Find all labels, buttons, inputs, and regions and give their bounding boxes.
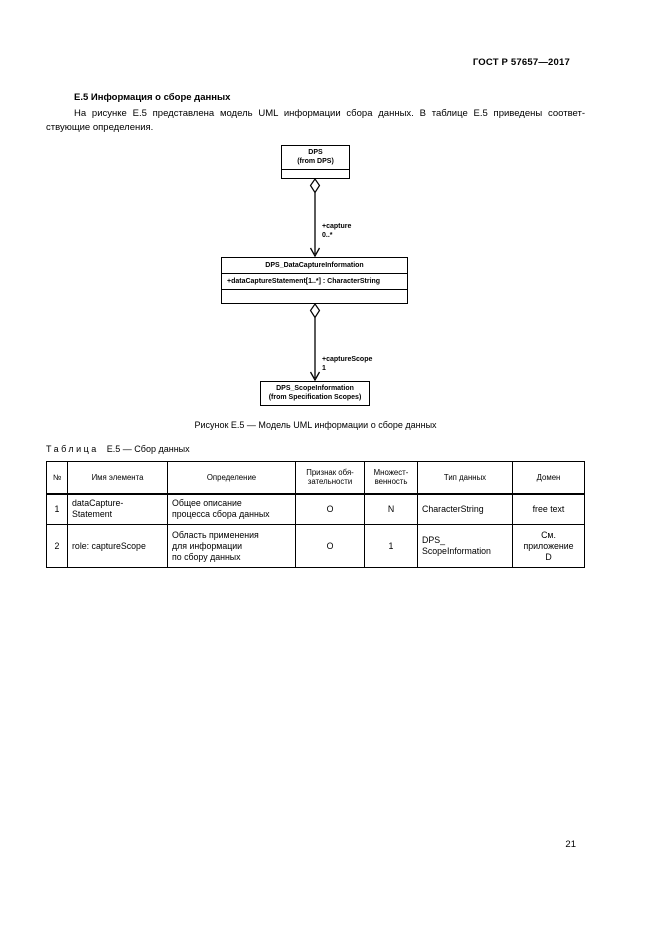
col-header-multiplicity: Множест- венность [364,461,418,495]
table-cell: DPS_ ScopeInformation [417,524,513,568]
paragraph-text: На рисунке Е.5 представлена модель UML и… [74,108,585,119]
uml-class-data-capture-information: DPS_DataCaptureInformation +dataCaptureS… [221,257,408,304]
col-header-definition: Определение [167,461,296,495]
table-cell: Общее описание процесса сбора данных [167,493,296,525]
col-header-data-type: Тип данных [417,461,513,495]
class-package: (from Specification Scopes) [268,394,362,401]
table-cell: О [295,493,365,525]
role-name: +captureScope [322,356,373,363]
uml-class-title: DPS_ScopeInformation (from Specification… [261,382,369,402]
intro-paragraph: На рисунке Е.5 представлена модель UML и… [46,107,585,135]
class-name: DPS_DataCaptureInformation [222,258,407,274]
col-header-domain: Домен [512,461,585,495]
edge-label-capture: +capture 0..* [322,222,351,240]
table-caption-word: Таблица [46,444,99,454]
table-header-row: № Имя элемента Определение Признак обя- … [46,461,585,495]
col-header-number: № [46,461,68,495]
table-cell: Область применения для информации по сбо… [167,524,296,568]
table-row: 1 dataCapture- Statement Общее описание … [46,493,585,525]
uml-class-dps: DPS (from DPS) [281,145,350,179]
aggregation-diamond-icon [309,177,321,194]
aggregation-diamond-icon [309,302,321,319]
page-number: 21 [565,839,576,850]
table-row: 2 role: captureScope Область применения … [46,524,585,568]
table-caption: Таблица Е.5 — Сбор данных [46,444,190,454]
paragraph-line: ствующие определения. [46,122,154,133]
role-name: +capture [322,223,352,230]
multiplicity: 1 [322,365,326,372]
section-heading: Е.5 Информация о сборе данных [74,92,231,103]
table-cell: N [364,493,418,525]
table-cell: free text [512,493,585,525]
table-cell: dataCapture- Statement [67,493,168,525]
multiplicity: 0..* [322,232,333,239]
table-cell: О [295,524,365,568]
class-name: DPS_ScopeInformation [276,385,354,392]
class-name: DPS [308,149,323,156]
col-header-element-name: Имя элемента [67,461,168,495]
figure-caption: Рисунок Е.5 — Модель UML информации о сб… [194,420,437,430]
uml-class-title: DPS (from DPS) [282,146,349,170]
table-cell: 1 [364,524,418,568]
uml-class-scope-information: DPS_ScopeInformation (from Specification… [260,381,370,406]
class-attribute: +dataCaptureStatement[1..*] : CharacterS… [222,274,407,290]
col-header-obligation: Признак обя- зательности [295,461,365,495]
edge-label-capture-scope: +captureScope 1 [322,355,372,373]
standard-number-header: ГОСТ Р 57657—2017 [472,57,570,68]
arrowhead-down-icon [309,247,321,258]
definitions-table: № Имя элемента Определение Признак обя- … [46,461,585,568]
table-cell: role: captureScope [67,524,168,568]
table-cell: 1 [46,493,68,525]
paragraph-line: На рисунке Е.5 представлена модель UML и… [46,107,585,121]
table-cell: CharacterString [417,493,513,525]
table-cell: См. приложение D [512,524,585,568]
table-caption-rest: Е.5 — Сбор данных [106,444,190,454]
table-cell: 2 [46,524,68,568]
arrowhead-down-icon [309,371,321,382]
class-package: (from DPS) [297,158,334,165]
